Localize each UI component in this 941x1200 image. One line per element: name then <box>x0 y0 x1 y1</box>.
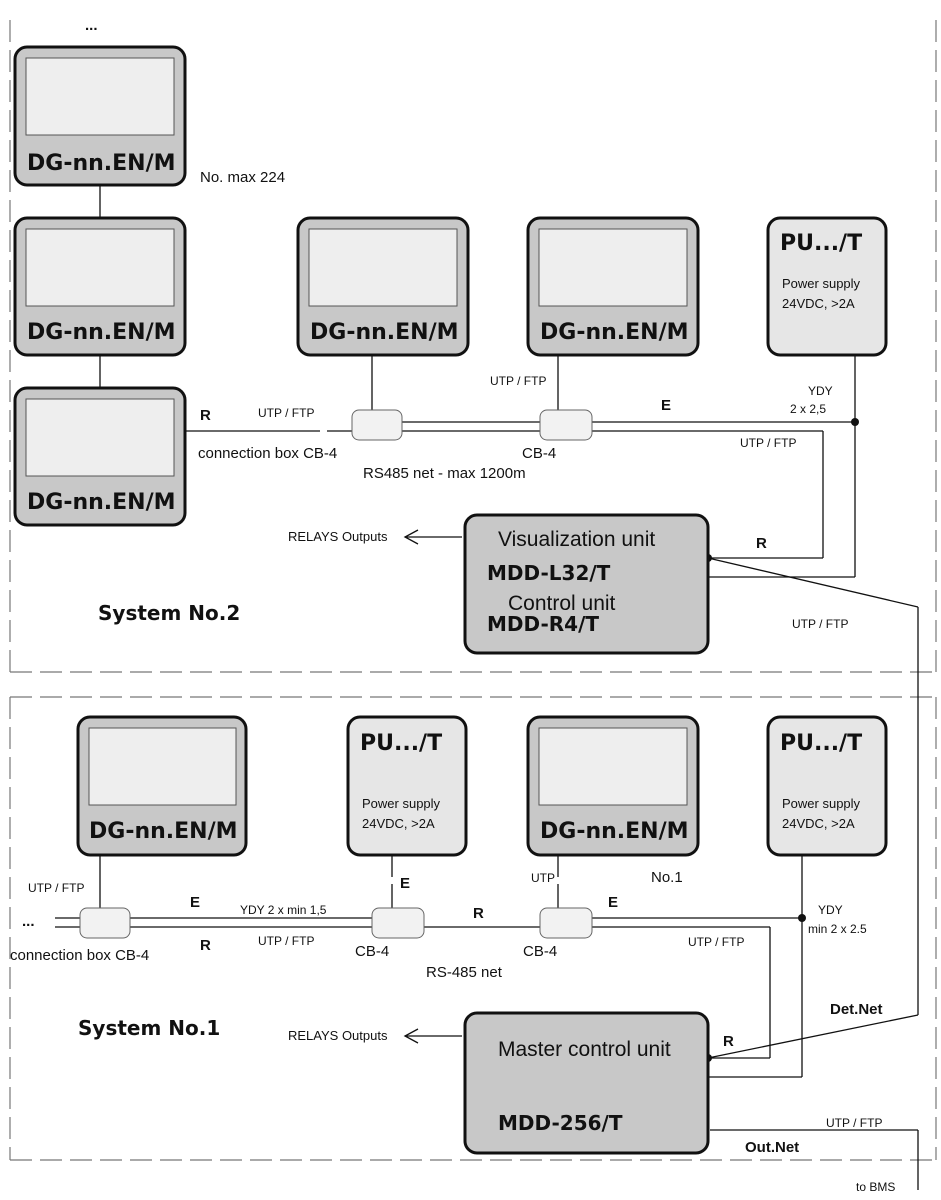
ydy-label: YDY <box>818 903 843 917</box>
r-label: R <box>723 1033 734 1050</box>
utp-ftp-label: UTP / FTP <box>688 935 744 949</box>
detector-display <box>25 398 175 477</box>
psu-line1: Power supply <box>362 796 441 811</box>
vis-model-label: MDD-L32/T <box>487 561 611 585</box>
ydy-min-label: min 2 x 2.5 <box>808 922 867 936</box>
utp-ftp-label: UTP / FTP <box>28 881 84 895</box>
ydy-label: YDY <box>808 384 833 398</box>
detector-display <box>88 727 237 806</box>
connection-box-cb4[interactable] <box>79 907 131 939</box>
detector-label: DG-nn.EN/M <box>27 320 176 345</box>
e-label: E <box>400 875 410 892</box>
ctrl-model-label: MDD-R4/T <box>487 612 599 636</box>
e-label: E <box>608 894 618 911</box>
det-net-label: Det.Net <box>830 1001 883 1018</box>
psu-line2: 24VDC, >2A <box>782 296 855 311</box>
cb4-label: CB-4 <box>355 943 389 960</box>
chain-ellipsis-left: ... <box>22 913 35 930</box>
utp-ftp-label: UTP / FTP <box>490 374 546 388</box>
detector-s2-center[interactable]: DG-nn.EN/M <box>296 216 470 357</box>
power-supply-s2[interactable]: PU.../T Power supply 24VDC, >2A <box>766 216 888 357</box>
to-bms-label: to BMS <box>856 1180 895 1194</box>
visualization-control-unit[interactable]: Visualization unit MDD-L32/T Control uni… <box>463 513 710 655</box>
power-supply-s1-right[interactable]: PU.../T Power supply 24VDC, >2A <box>766 715 888 857</box>
e-label: E <box>190 894 200 911</box>
power-supply-s1-center[interactable]: PU.../T Power supply 24VDC, >2A <box>346 715 468 857</box>
no1-label: No.1 <box>651 869 683 886</box>
system2-boundary <box>9 20 937 673</box>
system1-wiring <box>55 855 919 1190</box>
cb4-label: CB-4 <box>523 943 557 960</box>
master-control-unit[interactable]: Master control unit MDD-256/T <box>463 1011 710 1155</box>
ydy-size-label: 2 x 2,5 <box>790 402 826 416</box>
psu-line2: 24VDC, >2A <box>782 816 855 831</box>
r-label: R <box>200 937 211 954</box>
ctrl-unit-label: Control unit <box>508 592 616 615</box>
connection-box-cb4[interactable] <box>539 907 593 939</box>
detector-display <box>25 228 175 307</box>
out-net-label: Out.Net <box>745 1139 799 1156</box>
utp-ftp-label: UTP / FTP <box>258 406 314 420</box>
detector-display <box>308 228 458 307</box>
rs485-label: RS-485 net <box>426 964 503 981</box>
utp-ftp-label: UTP / FTP <box>826 1116 882 1130</box>
detector-label: DG-nn.EN/M <box>310 320 459 345</box>
detector-label: DG-nn.EN/M <box>540 320 689 345</box>
r-label: R <box>200 407 211 424</box>
psu-title: PU.../T <box>780 731 862 756</box>
connection-box-cb4[interactable] <box>351 409 403 441</box>
r-label: R <box>756 535 767 552</box>
master-unit-label: Master control unit <box>498 1038 671 1061</box>
utp-label: UTP <box>531 871 555 885</box>
detector-s2-top[interactable]: DG-nn.EN/M <box>13 45 187 187</box>
psu-title: PU.../T <box>780 231 862 256</box>
connection-box-label: connection box CB-4 <box>10 947 149 964</box>
psu-line2: 24VDC, >2A <box>362 816 435 831</box>
vis-unit-label: Visualization unit <box>498 528 655 551</box>
detector-label: DG-nn.EN/M <box>27 490 176 515</box>
cb4-label: CB-4 <box>522 445 556 462</box>
chain-ellipsis-top: ... <box>85 17 98 34</box>
e-label: E <box>661 397 671 414</box>
ydy-min-label: YDY 2 x min 1,5 <box>240 903 327 917</box>
detector-s2-right[interactable]: DG-nn.EN/M <box>526 216 700 357</box>
no-max-label: No. max 224 <box>200 169 285 186</box>
system1-title: System No.1 <box>78 1016 220 1040</box>
detector-label: DG-nn.EN/M <box>27 151 176 176</box>
connection-box-cb4[interactable] <box>371 907 425 939</box>
system1-boundary <box>9 696 937 1161</box>
psu-line1: Power supply <box>782 796 861 811</box>
relays-outputs-label: RELAYS Outputs <box>288 1028 388 1043</box>
detector-s1-left[interactable]: DG-nn.EN/M <box>76 715 248 857</box>
master-model-label: MDD-256/T <box>498 1111 623 1135</box>
detector-display <box>25 57 175 136</box>
connection-box-cb4[interactable] <box>539 409 593 441</box>
system2-wiring <box>99 185 919 1059</box>
detector-label: DG-nn.EN/M <box>89 819 238 844</box>
utp-ftp-label: UTP / FTP <box>792 617 848 631</box>
system2-title: System No.2 <box>98 601 240 625</box>
psu-line1: Power supply <box>782 276 861 291</box>
junction-dot <box>851 418 859 426</box>
r-label: R <box>473 905 484 922</box>
junction-dot <box>798 914 806 922</box>
utp-ftp-label: UTP / FTP <box>740 436 796 450</box>
detector-s2-middle[interactable]: DG-nn.EN/M <box>13 216 187 357</box>
connection-box-label: connection box CB-4 <box>198 445 337 462</box>
detector-display <box>538 727 688 806</box>
detector-s1-right[interactable]: DG-nn.EN/M <box>526 715 700 857</box>
psu-title: PU.../T <box>360 731 442 756</box>
detector-display <box>538 228 688 307</box>
relays-outputs-label: RELAYS Outputs <box>288 529 388 544</box>
detector-label: DG-nn.EN/M <box>540 819 689 844</box>
rs485-label: RS485 net - max 1200m <box>363 465 526 482</box>
utp-ftp-label: UTP / FTP <box>258 934 314 948</box>
detector-s2-bottom[interactable]: DG-nn.EN/M <box>13 386 187 527</box>
